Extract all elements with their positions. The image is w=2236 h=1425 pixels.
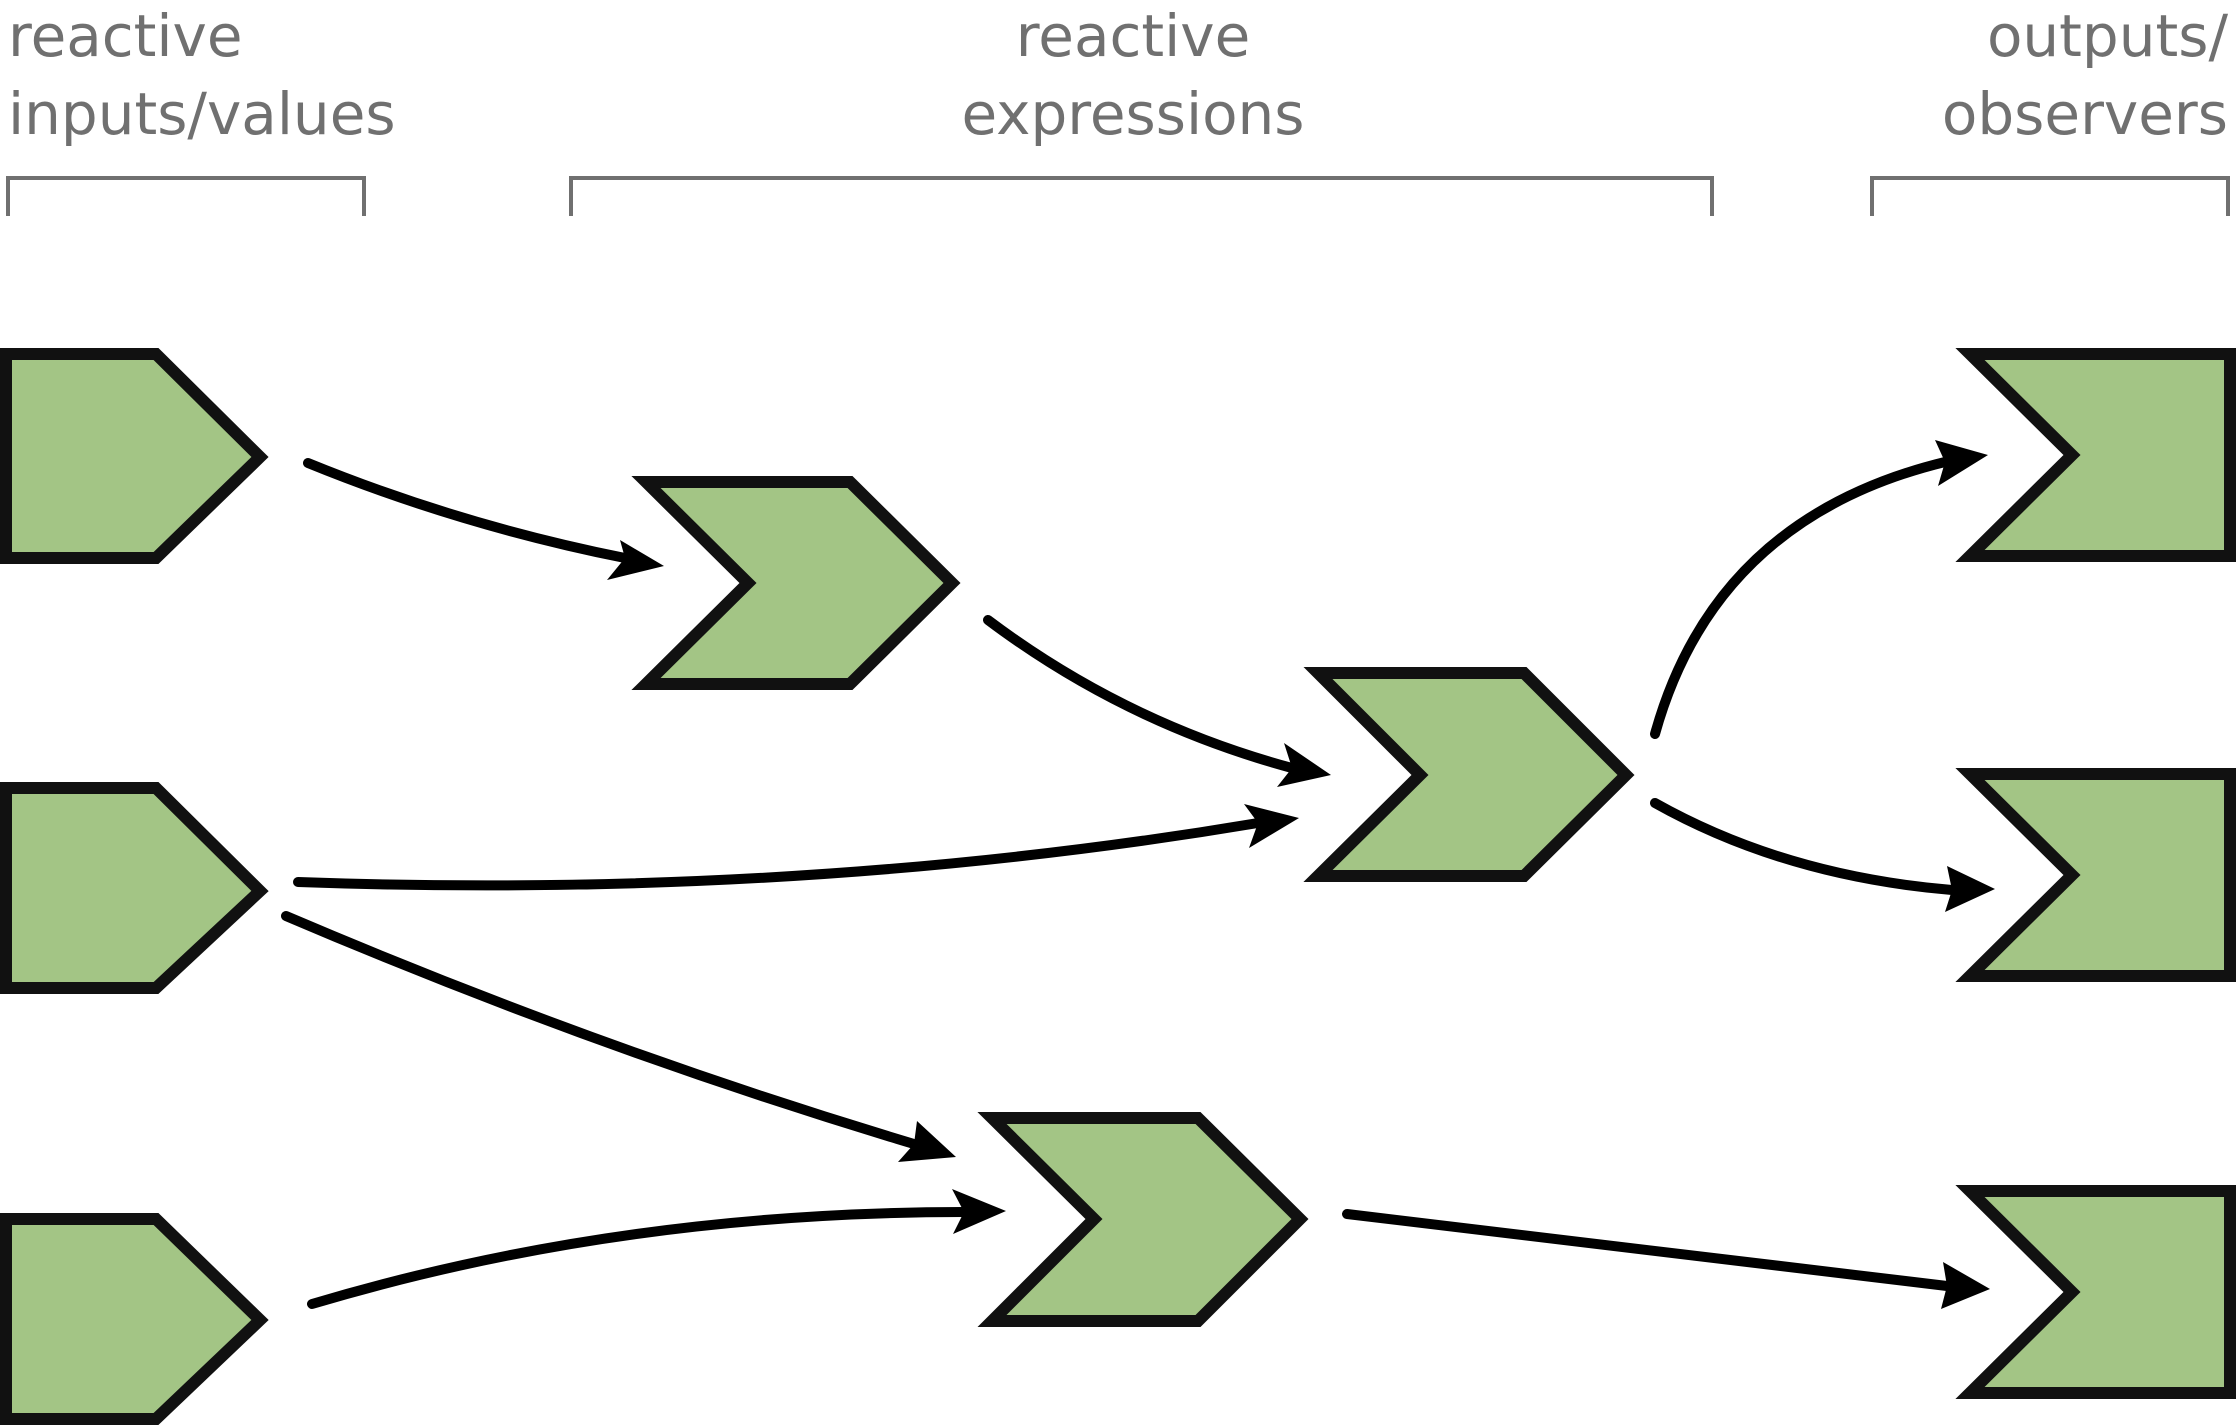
heading-inputs-line2: inputs/values bbox=[8, 80, 396, 148]
bracket-inputs bbox=[6, 176, 366, 216]
reactive-input-2 bbox=[0, 782, 269, 994]
arrowhead-expression2-to-output1 bbox=[1935, 440, 1988, 486]
output-observer-2 bbox=[1955, 768, 2236, 982]
bracket-expressions bbox=[569, 176, 1714, 216]
edge-expression1-to-expression2 bbox=[983, 615, 1297, 773]
heading-expressions-line2: expressions bbox=[961, 80, 1304, 148]
edge-input1-to-expression1 bbox=[303, 458, 630, 563]
arrowhead-expression2-to-output2 bbox=[1945, 866, 1995, 912]
arrowhead-input1-to-expression1 bbox=[607, 540, 664, 580]
reactive-input-1 bbox=[0, 348, 269, 564]
arrowhead-expression1-to-expression2 bbox=[1277, 743, 1331, 787]
edge-expression3-to-output3 bbox=[1342, 1209, 1952, 1291]
heading-inputs: reactive inputs/values bbox=[8, 2, 396, 148]
edge-input2-to-expression2 bbox=[293, 818, 1263, 891]
output-observer-3 bbox=[1955, 1185, 2236, 1399]
edge-expression2-to-output2 bbox=[1650, 798, 1957, 895]
bracket-outputs bbox=[1870, 176, 2230, 216]
reactive-expression-1 bbox=[631, 476, 961, 690]
heading-outputs: outputs/ observers bbox=[1942, 2, 2229, 148]
arrowhead-expression3-to-output3 bbox=[1941, 1262, 1990, 1309]
arrowhead-input3-to-expression3 bbox=[952, 1189, 1006, 1234]
heading-expressions: reactive expressions bbox=[961, 2, 1304, 148]
arrowhead-input2-to-expression3 bbox=[898, 1121, 956, 1162]
heading-expressions-line1: reactive bbox=[1016, 2, 1251, 70]
heading-inputs-line1: reactive bbox=[8, 2, 243, 70]
edge-input3-to-expression3 bbox=[307, 1207, 969, 1309]
edge-input2-to-expression3 bbox=[281, 911, 919, 1149]
reactive-input-3 bbox=[0, 1213, 269, 1425]
arrowhead-input2-to-expression2 bbox=[1244, 804, 1299, 848]
reactive-expression-2 bbox=[1303, 667, 1635, 882]
output-observer-1 bbox=[1955, 348, 2236, 562]
reactive-expression-3 bbox=[977, 1112, 1309, 1327]
heading-outputs-line1: outputs/ bbox=[1987, 2, 2229, 70]
heading-outputs-line2: observers bbox=[1942, 80, 2228, 148]
edge-expression2-to-output1 bbox=[1650, 457, 1950, 739]
